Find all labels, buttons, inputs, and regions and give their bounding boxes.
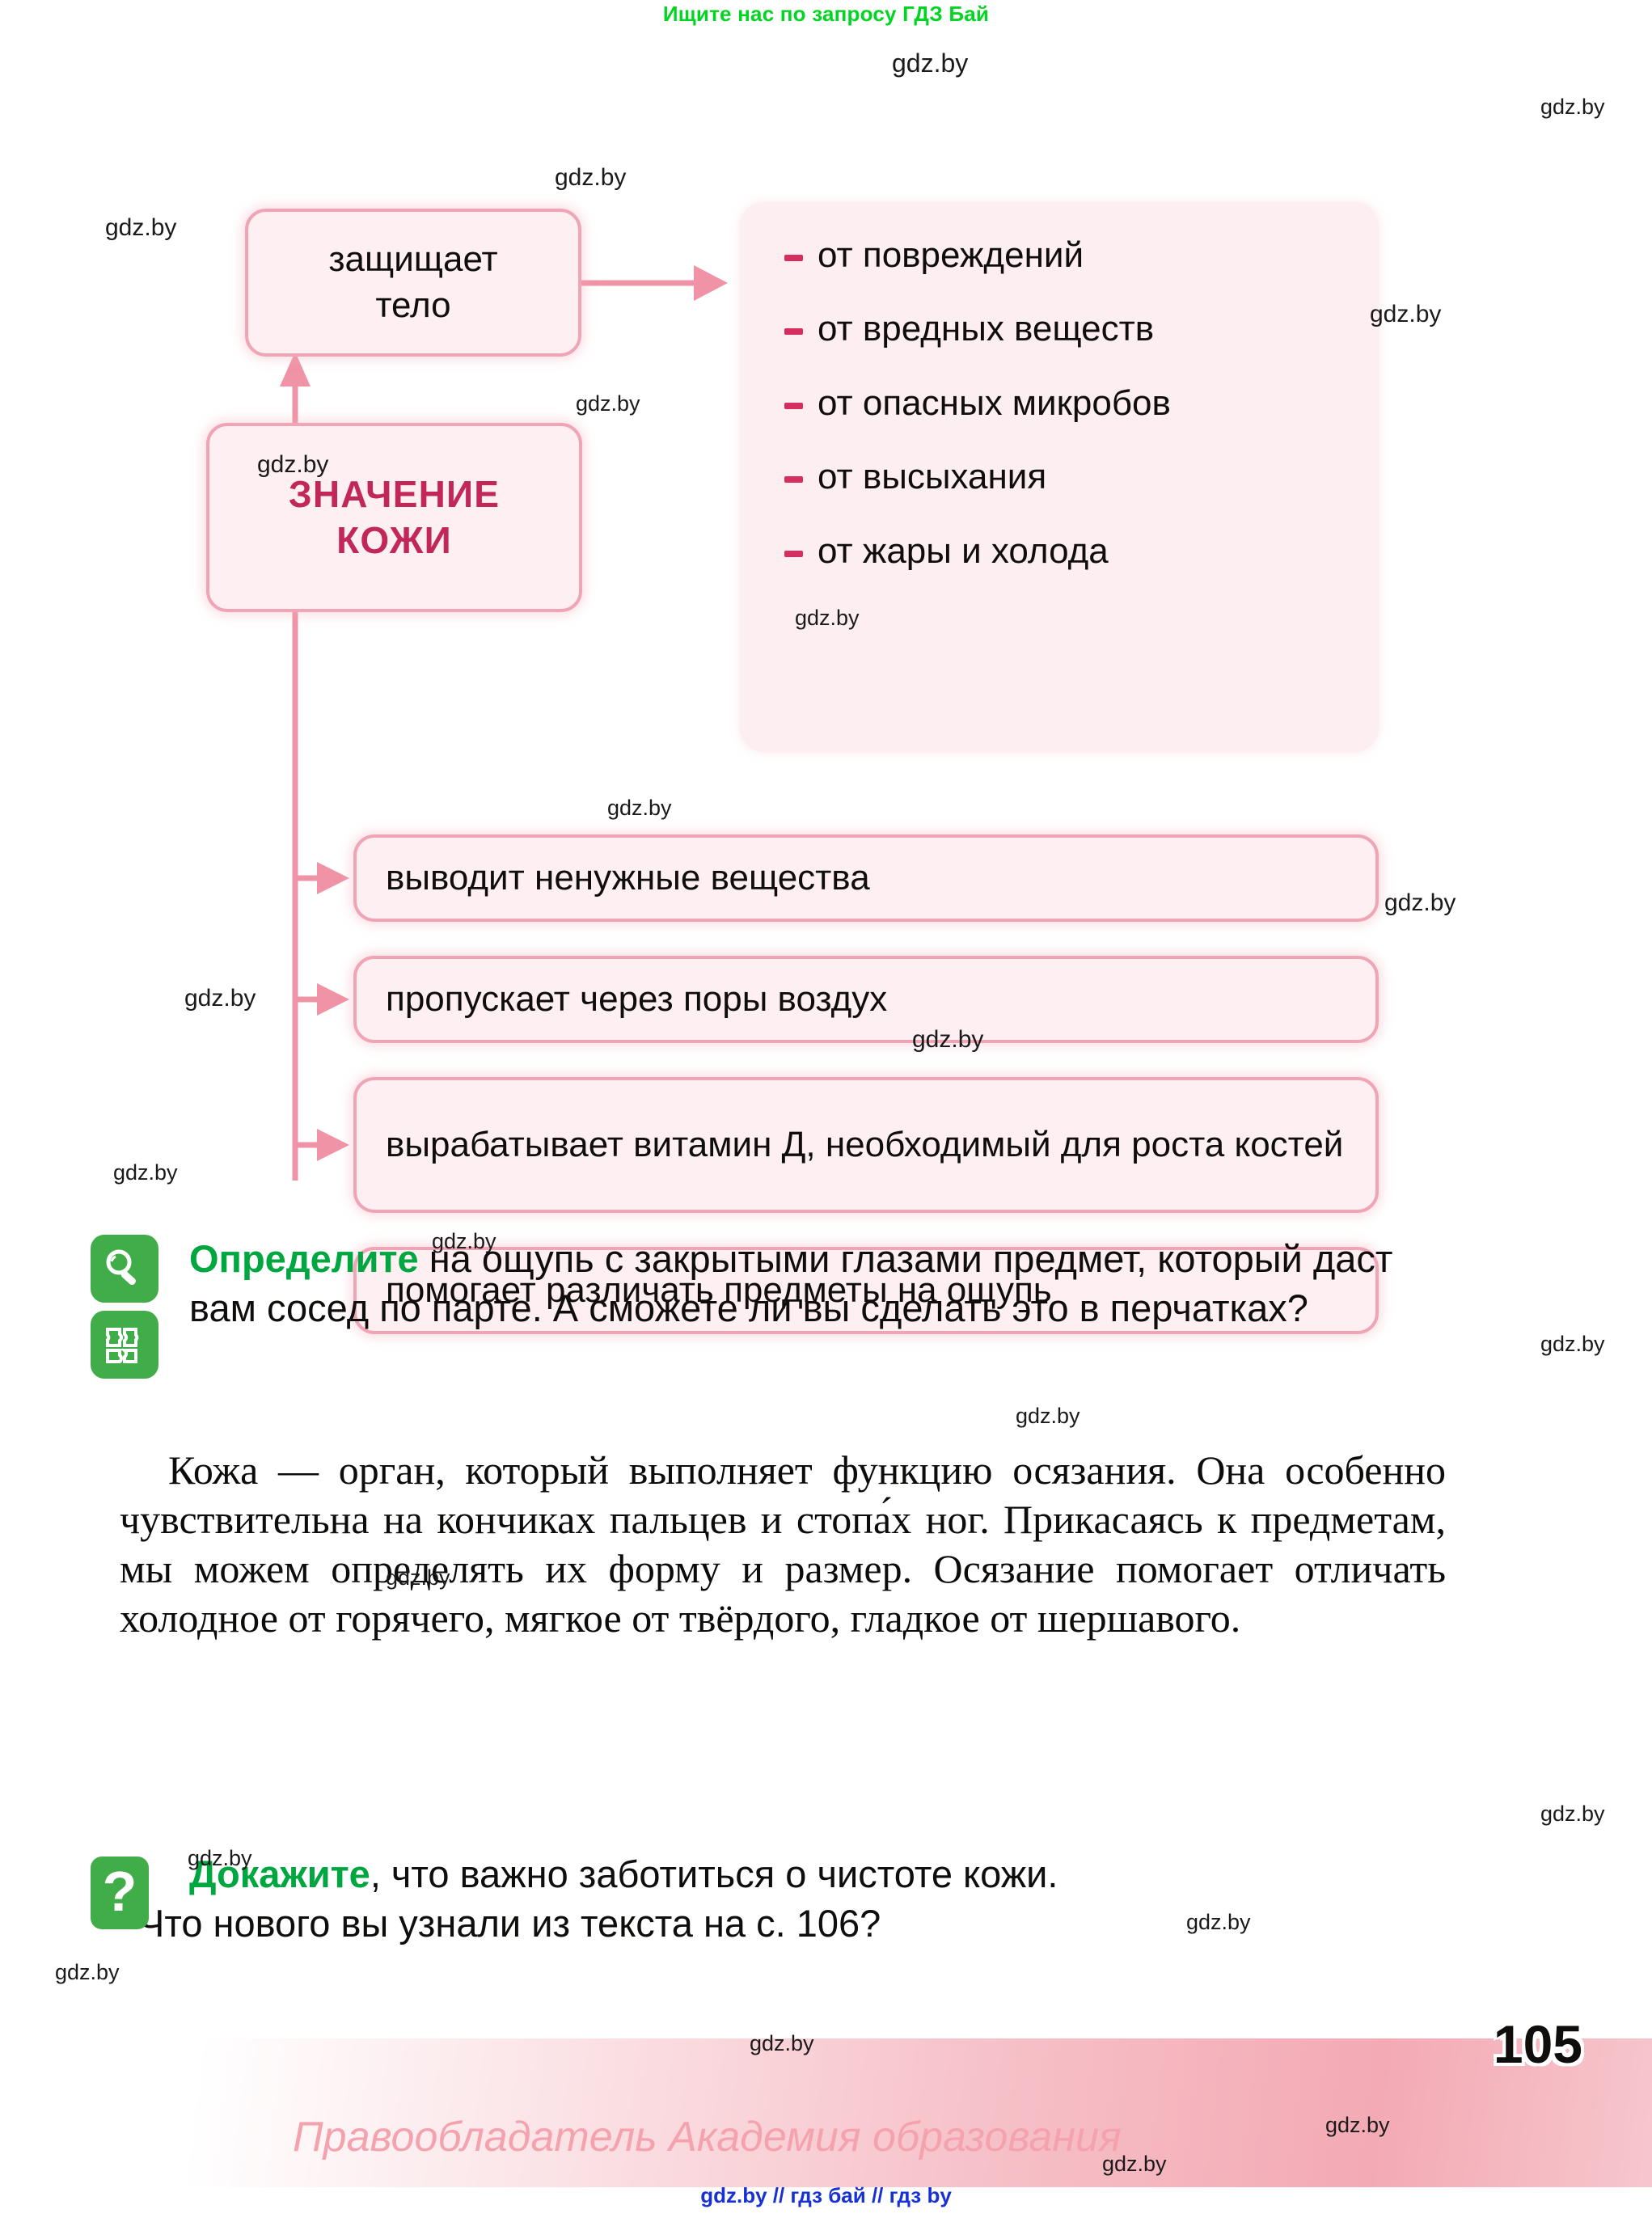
list-item: от повреждений — [784, 235, 1379, 275]
list-item-label: от высыхания — [818, 457, 1047, 497]
list-item: от жары и холода — [784, 530, 1379, 571]
node-protects-body[interactable]: защищает тело — [245, 209, 581, 357]
node-function-touch[interactable]: помогает различать предметы на ощупь — [353, 1247, 1379, 1334]
list-item: от вредных веществ — [784, 309, 1379, 349]
list-item-label: от повреждений — [818, 235, 1084, 275]
task-prove-keyword: Докажите — [189, 1852, 370, 1895]
list-item: от опасных микробов — [784, 382, 1379, 423]
magnifier-icon — [91, 1235, 158, 1303]
task-prove-icons: ? — [91, 1857, 149, 1929]
task-define-body: на ощупь с закрытыми глазами предмет, ко… — [189, 1237, 1393, 1329]
dash-bullet-icon — [784, 402, 803, 409]
dash-bullet-icon — [784, 255, 803, 261]
promo-banner: Ищите нас по запросу ГДЗ Бай — [662, 2, 990, 26]
node-function-label: выводит ненужные вещества — [386, 857, 870, 898]
question-mark-glyph: ? — [102, 1860, 137, 1923]
node-function-vitamin-d[interactable]: вырабатывает витамин Д, необходимый для … — [353, 1077, 1379, 1213]
task-define-keyword: Определите — [189, 1237, 419, 1280]
node-function-label: вырабатывает витамин Д, необходимый для … — [386, 1124, 1344, 1164]
task-prove-line2: Что нового вы узнали из текста на с. 106… — [139, 1901, 881, 1945]
list-item: от высыхания — [784, 457, 1379, 497]
task-define-block: Определите на ощупь с закрытыми глазами … — [91, 1235, 1546, 1379]
node-function-breathing[interactable]: пропускает через поры воздух — [353, 956, 1379, 1043]
task-prove-line1: , что важно заботиться о чистоте кожи. — [370, 1852, 1058, 1895]
node-function-excretion[interactable]: выводит ненужные вещества — [353, 834, 1379, 922]
puzzle-icon — [91, 1311, 158, 1379]
list-item-label: от жары и холода — [818, 530, 1109, 571]
node-protects-body-line2: тело — [375, 285, 451, 325]
task-prove-text: Докажите, что важно заботиться о чистоте… — [139, 1850, 1481, 1948]
center-title-line2: КОЖИ — [336, 519, 452, 561]
protection-list: от повреждений от вредных веществ от опа… — [784, 235, 1379, 571]
protection-list-panel[interactable]: от повреждений от вредных веществ от опа… — [740, 202, 1379, 752]
task-define-text: Определите на ощупь с закрытыми глазами … — [189, 1235, 1402, 1333]
watermark-gdz: gdz.by — [1540, 1802, 1605, 1826]
body-paragraph: Кожа — орган, который выполняет функцию … — [120, 1447, 1446, 1641]
watermark-gdz: gdz.by — [1016, 1404, 1080, 1428]
watermark-gdz: gdz.by — [55, 1960, 120, 1984]
dash-bullet-icon — [784, 476, 803, 484]
task-prove-block: ? Докажите, что важно заботиться о чисто… — [91, 1850, 1546, 1948]
task-define-icons — [91, 1235, 158, 1379]
dash-bullet-icon — [784, 328, 803, 336]
list-item-label: от опасных микробов — [818, 382, 1171, 423]
list-item-label: от вредных веществ — [818, 309, 1155, 349]
node-protects-body-line1: защищает — [328, 239, 498, 280]
page-number: 105 — [1493, 2014, 1582, 2074]
watermark-gdz: gdz.by — [1540, 1332, 1605, 1356]
watermark-gdz: gdz.by — [1540, 95, 1605, 119]
node-function-label: пропускает через поры воздух — [386, 978, 888, 1019]
puzzle-glyph — [106, 1328, 139, 1363]
copyright-watermark: Правообладатель Академия образования — [293, 2114, 1122, 2161]
footer-gradient-band — [0, 2038, 1652, 2187]
question-mark-icon: ? — [91, 1857, 149, 1929]
magnifier-glyph — [106, 1249, 136, 1286]
node-significance-of-skin[interactable]: ЗНАЧЕНИЕ КОЖИ — [206, 423, 582, 612]
center-title-line1: ЗНАЧЕНИЕ — [288, 472, 501, 515]
diagram-connectors — [280, 265, 728, 1181]
footer-links: gdz.by // гдз бай // гдз by — [700, 2183, 952, 2207]
node-function-label: помогает различать предметы на ощупь — [386, 1269, 1052, 1310]
dash-bullet-icon — [784, 550, 803, 557]
skin-significance-diagram: защищает тело ЗНАЧЕНИЕ КОЖИ от поврежден… — [0, 170, 1652, 1334]
watermark-gdz: gdz.by — [892, 49, 969, 78]
